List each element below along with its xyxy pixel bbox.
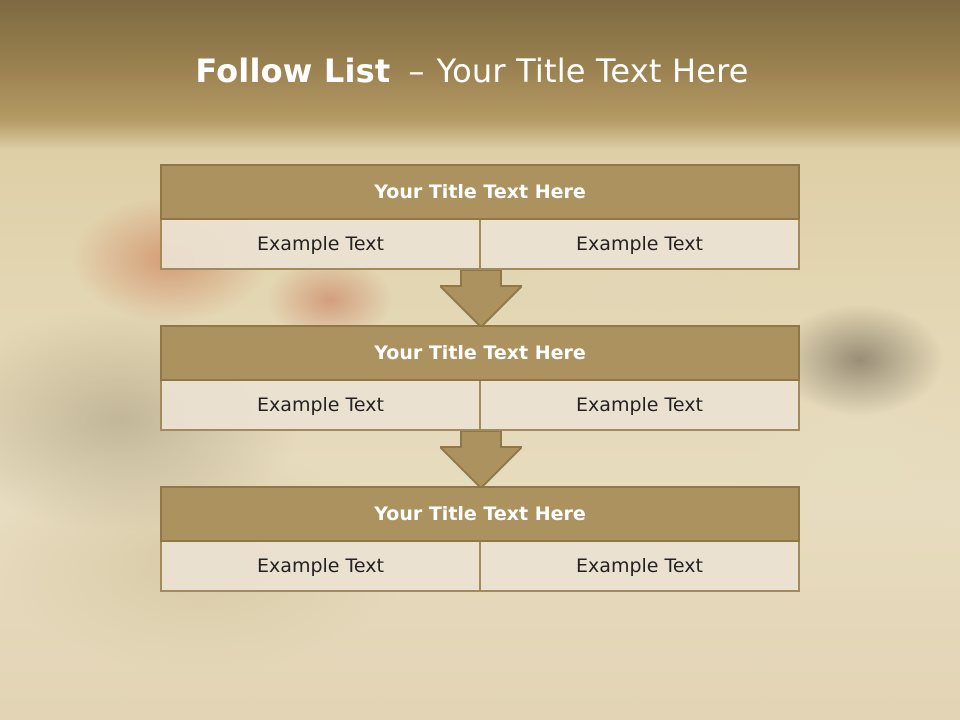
block-title: Your Title Text Here (160, 164, 800, 220)
list-block-2: Your Title Text Here Example Text Exampl… (160, 325, 800, 431)
block-cell-right: Example Text (481, 220, 800, 270)
down-arrow-icon (440, 270, 522, 328)
block-row: Example Text Example Text (160, 381, 800, 431)
header-band (0, 0, 960, 150)
down-arrow-icon (440, 431, 522, 489)
title-rest-part: Your Title Text Here (436, 52, 749, 90)
block-title: Your Title Text Here (160, 486, 800, 542)
block-cell-right: Example Text (481, 542, 800, 592)
block-cell-left: Example Text (160, 381, 481, 431)
block-cell-left: Example Text (160, 542, 481, 592)
block-cell-right: Example Text (481, 381, 800, 431)
title-bold-part: Follow List (195, 52, 391, 90)
block-row: Example Text Example Text (160, 542, 800, 592)
block-row: Example Text Example Text (160, 220, 800, 270)
block-cell-left: Example Text (160, 220, 481, 270)
list-block-3: Your Title Text Here Example Text Exampl… (160, 486, 800, 592)
list-block-1: Your Title Text Here Example Text Exampl… (160, 164, 800, 270)
title-dash: – (408, 52, 425, 90)
slide-title: Follow List–Your Title Text Here (0, 52, 944, 90)
block-title: Your Title Text Here (160, 325, 800, 381)
